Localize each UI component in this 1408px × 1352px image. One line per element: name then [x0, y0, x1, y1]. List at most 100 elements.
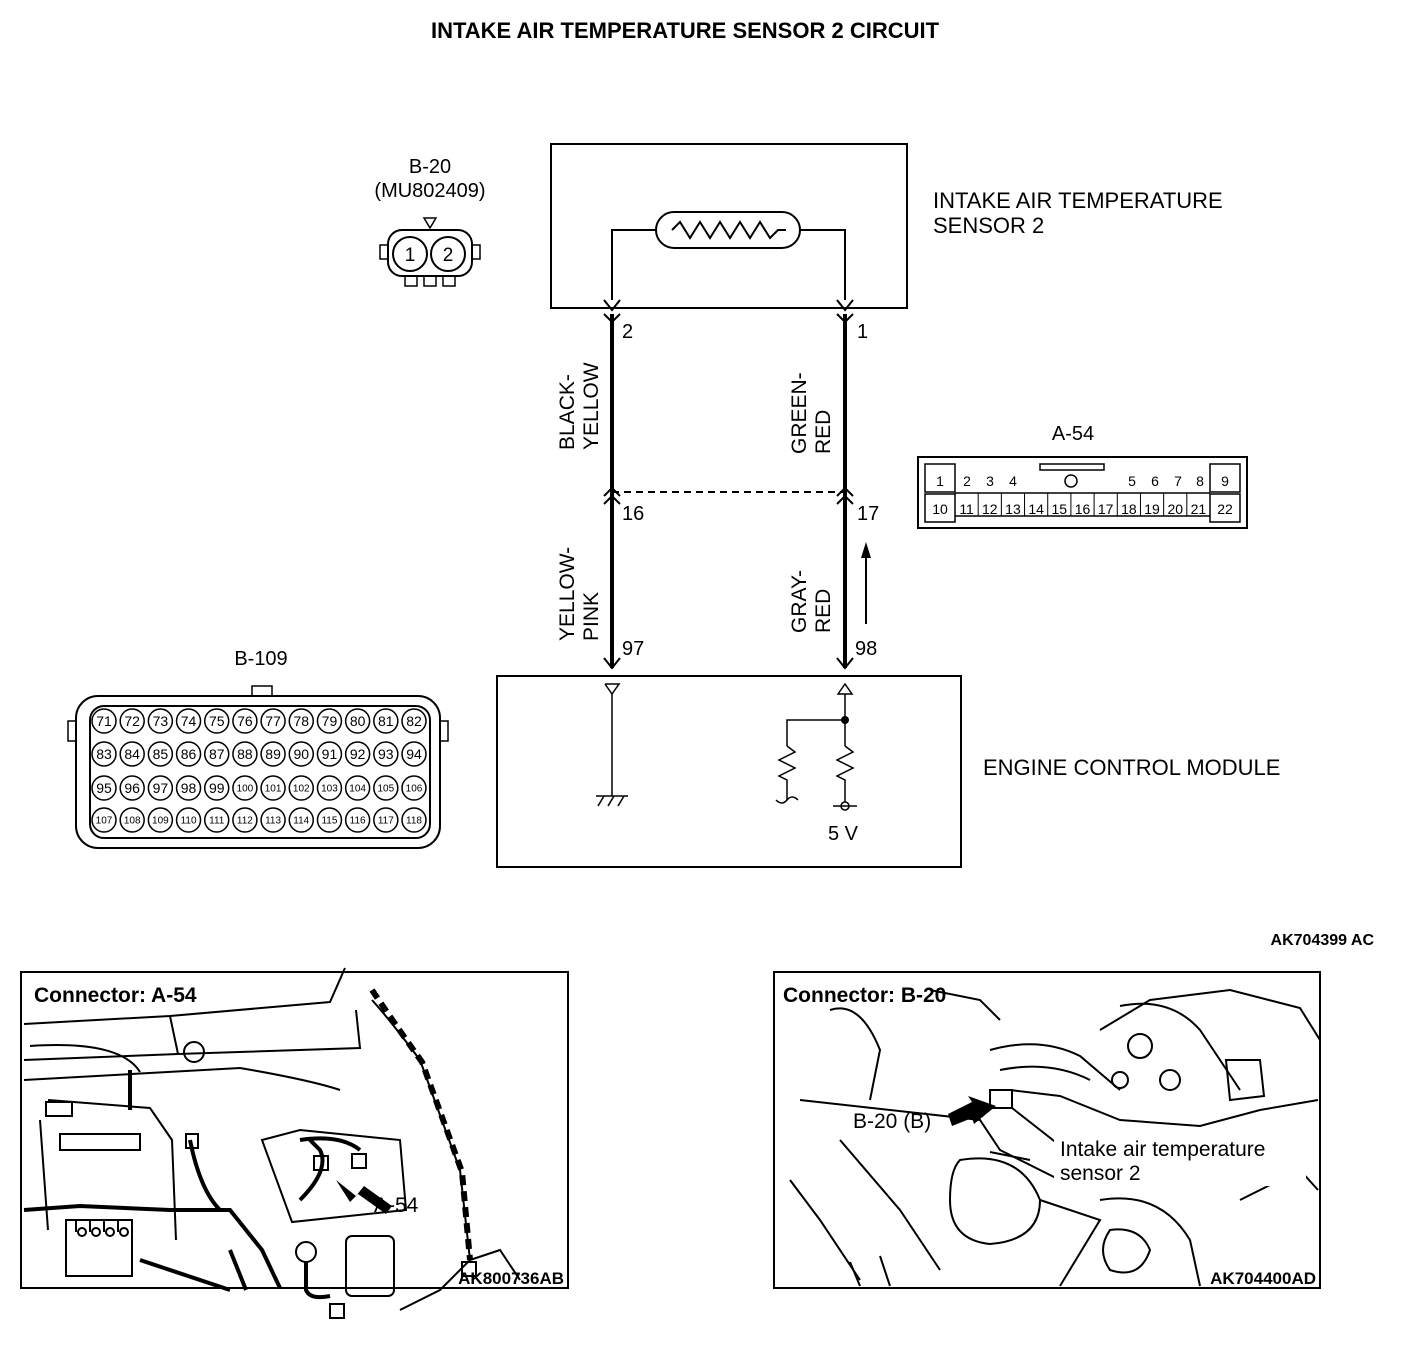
b109-pin-84: 84: [124, 746, 140, 762]
a54-pin-20: 20: [1167, 501, 1183, 517]
b109-pin-ring: [260, 775, 286, 801]
a54-pin-7: 7: [1174, 473, 1182, 489]
b109-pin-ring: [119, 775, 145, 801]
left-junction-pin: 16: [622, 503, 644, 525]
left-sensor-pin: 2: [622, 321, 633, 343]
a54-pin-3: 3: [986, 473, 994, 489]
svg-text:RED: RED: [812, 410, 835, 454]
a54-name: A-54: [1052, 423, 1094, 445]
a54-pin-16: 16: [1075, 501, 1091, 517]
b109-pin-ring: [373, 708, 399, 734]
b20-pin-1: 1: [405, 245, 416, 266]
b109-pin-98: 98: [181, 780, 197, 796]
right-junction-pin: 17: [857, 503, 879, 525]
photo-right-code: AK704400AD: [1210, 1269, 1316, 1288]
b109-name: B-109: [234, 648, 287, 670]
b109-pin-115: 115: [321, 816, 337, 827]
b109-pin-93: 93: [378, 746, 394, 762]
a54-pin-8: 8: [1196, 473, 1204, 489]
b109-pin-ring: [203, 741, 230, 767]
a54-pin-14: 14: [1028, 501, 1044, 517]
b109-pin-ring: [119, 807, 145, 833]
b109-pin-ring: [91, 775, 117, 801]
b109-pin-107: 107: [96, 816, 113, 827]
figure-code: AK704399 AC: [1271, 932, 1375, 949]
b109-pin-105: 105: [377, 784, 394, 795]
b109-pin-91: 91: [322, 746, 338, 762]
b109-pin-ring: [288, 807, 315, 833]
b109-pin-ring: [373, 807, 399, 833]
b109-pin-ring: [260, 741, 286, 767]
b109-pin-114: 114: [293, 816, 309, 827]
a54-pin-12: 12: [982, 501, 998, 517]
svg-text:GREEN-: GREEN-: [788, 372, 811, 454]
b109-pin-85: 85: [153, 746, 169, 762]
b109-pin-ring: [401, 708, 427, 734]
b109-pin-89: 89: [265, 746, 281, 762]
b109-pin-ring: [401, 741, 427, 767]
b109-pin-72: 72: [124, 713, 140, 729]
svg-text:RED: RED: [812, 589, 835, 633]
sensor-label-line2: SENSOR 2: [933, 213, 1044, 238]
b109-pin-101: 101: [265, 784, 282, 795]
photo-left-callout: A-54: [374, 1194, 419, 1217]
ecm-voltage: 5 V: [828, 823, 859, 845]
b109-pin-ring: [344, 708, 371, 734]
b109-pin-ring: [316, 708, 343, 734]
b109-pin-95: 95: [96, 780, 112, 796]
b109-pin-ring: [401, 775, 427, 801]
b109-pin-71: 71: [96, 713, 112, 729]
right-lower-color: GRAY- RED: [788, 570, 835, 633]
svg-text:PINK: PINK: [580, 592, 603, 641]
a54-pin-21: 21: [1191, 501, 1207, 517]
b109-pin-77: 77: [265, 713, 281, 729]
a54-pin-1: 1: [936, 473, 944, 489]
b109-pin-ring: [232, 775, 258, 801]
b109-pin-ring: [175, 741, 202, 767]
b109-pin-ring: [344, 775, 371, 801]
b109-pin-ring: [203, 708, 230, 734]
a54-pin-11: 11: [959, 501, 974, 517]
b109-pin-117: 117: [378, 816, 394, 827]
b109-pin-92: 92: [350, 746, 366, 762]
b109-pin-75: 75: [209, 713, 225, 729]
b109-pin-ring: [147, 741, 174, 767]
b20-pin-2: 2: [443, 245, 454, 266]
b109-pin-88: 88: [237, 746, 253, 762]
b109-pin-87: 87: [209, 746, 225, 762]
b109-pin-ring: [288, 708, 315, 734]
b109-pin-ring: [401, 807, 427, 833]
b109-pin-111: 111: [209, 816, 225, 827]
b109-pin-ring: [175, 775, 202, 801]
b109-pin-ring: [91, 807, 117, 833]
b109-pin-82: 82: [406, 713, 422, 729]
b109-pin-ring: [260, 708, 286, 734]
a54-pin-2: 2: [963, 473, 971, 489]
b109-pin-ring: [203, 775, 230, 801]
b20-part: (MU802409): [374, 180, 485, 202]
ecm-label: ENGINE CONTROL MODULE: [983, 755, 1280, 780]
b109-pin-80: 80: [350, 713, 366, 729]
ecm-box: 5 V: [496, 675, 962, 868]
b109-pin-97: 97: [153, 780, 169, 796]
b20-name: B-20: [409, 156, 451, 178]
sensor-box: [550, 143, 908, 324]
b109-pin-76: 76: [237, 713, 253, 729]
b109-pin-90: 90: [293, 746, 309, 762]
b109-pin-102: 102: [293, 784, 310, 795]
photo-connector-b20: Connector: B-20 B-20 (B) Intake air temp…: [773, 971, 1321, 1289]
b109-pin-ring: [203, 807, 230, 833]
b109-pin-ring: [316, 775, 343, 801]
b109-pin-ring: [232, 741, 258, 767]
right-sensor-pin: 1: [857, 321, 868, 343]
b109-pin-103: 103: [321, 784, 338, 795]
b109-pin-96: 96: [124, 780, 140, 796]
b109-pin-86: 86: [181, 746, 197, 762]
right-upper-color: GREEN- RED: [788, 372, 835, 454]
b109-pin-ring: [147, 708, 174, 734]
b109-pin-108: 108: [124, 816, 141, 827]
